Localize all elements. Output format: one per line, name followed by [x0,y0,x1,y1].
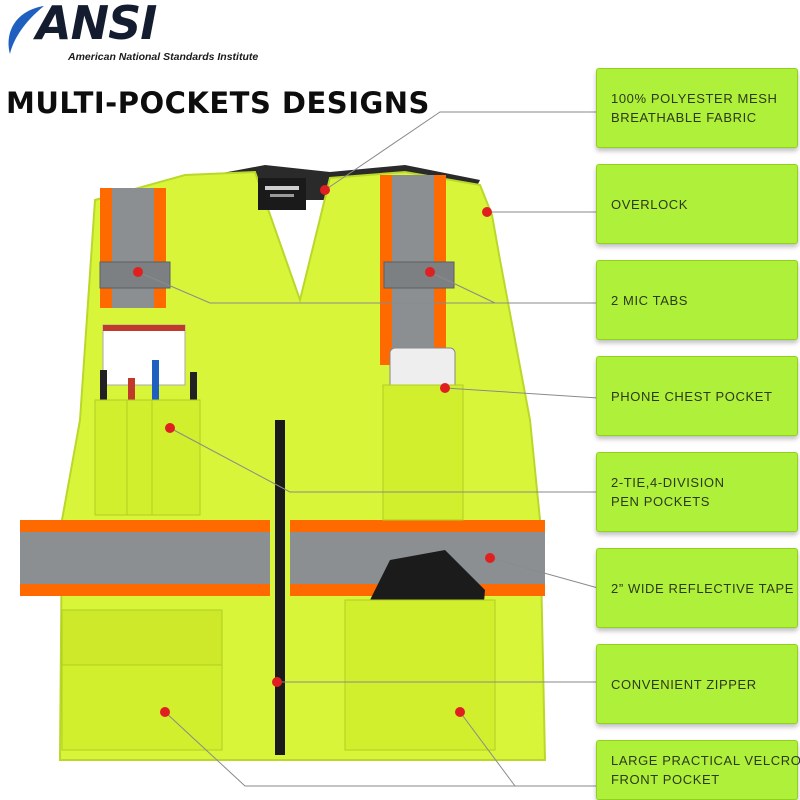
callout-mic-tabs: 2 MIC TABS [596,260,798,340]
callout-mesh-fabric: 100% POLYESTER MESH BREATHABLE FABRIC [596,68,798,148]
callout-line: OVERLOCK [611,196,689,212]
velcro-pocket-right [344,599,496,751]
marker-pocket-right [455,707,465,717]
pen-pocket [94,399,201,516]
headline: MULTI-POCKETS DESIGNS [6,86,430,120]
zipper [275,420,285,755]
ansi-logo-subtitle: American National Standards Institute [68,51,259,63]
ansi-logo: ANSI American National Standards Institu… [4,0,264,70]
callout-reflective-tape: 2” WIDE REFLECTIVE TAPE [596,548,798,628]
marker-mesh [320,185,330,195]
callout-line: PHONE CHEST POCKET [611,388,773,404]
callout-line: CONVENIENT ZIPPER [611,676,757,692]
marker-mic-right [425,267,435,277]
marker-tape [485,553,495,563]
mic-tab-right [383,261,455,289]
callout-line: BREATHABLE FABRIC [611,110,757,125]
callout-overlock: OVERLOCK [596,164,798,244]
callout-line: PEN POCKETS [611,494,711,509]
marker-phone [440,383,450,393]
ansi-swoosh-icon [8,6,44,54]
callout-line: LARGE PRACTICAL VELCRO [611,753,800,768]
callout-line: 2” WIDE REFLECTIVE TAPE [611,580,795,596]
callout-line: 2-TIE,4-DIVISION [611,475,725,490]
callout-line: 100% POLYESTER MESH [611,91,778,106]
marker-mic-left [133,267,143,277]
callout-line: 2 MIC TABS [611,292,689,308]
callout-pen-pockets: 2-TIE,4-DIVISION PEN POCKETS [596,452,798,532]
callout-phone-pocket: PHONE CHEST POCKET [596,356,798,436]
marker-zipper [272,677,282,687]
marker-pens [165,423,175,433]
phone-pocket [382,384,464,521]
marker-pocket-left [160,707,170,717]
callout-zipper: CONVENIENT ZIPPER [596,644,798,724]
callout-velcro-pocket: LARGE PRACTICAL VELCRO FRONT POCKET [596,740,800,800]
callout-line: FRONT POCKET [611,772,720,787]
marker-overlock [482,207,492,217]
ansi-logo-text: ANSI [36,0,157,50]
